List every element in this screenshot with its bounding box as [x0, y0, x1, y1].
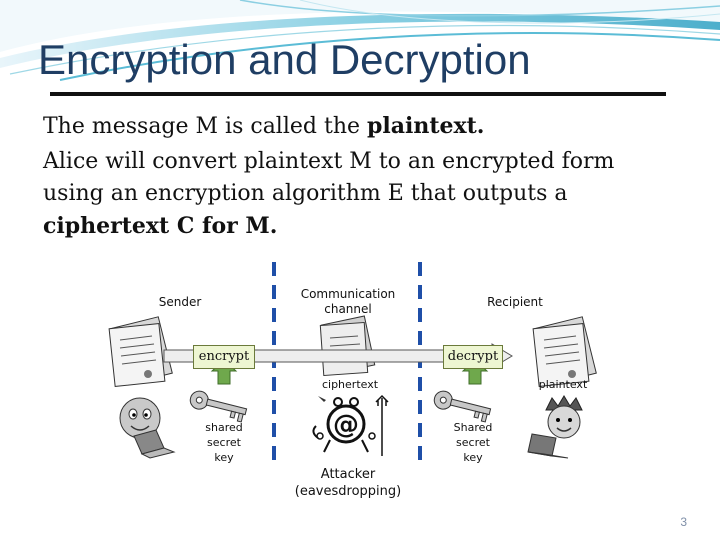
ciphertext-label: ciphertext [318, 377, 382, 392]
encrypt-box: encrypt [193, 345, 255, 369]
devil-attacker-icon: @ [313, 396, 388, 456]
decrypt-box: decrypt [443, 345, 503, 369]
document-icon [320, 316, 374, 376]
page-number: 3 [680, 515, 687, 529]
channel-label-line2: channel [292, 302, 404, 317]
channel-label: Communication channel [292, 287, 404, 317]
attacker-label-line2: (eavesdropping) [286, 483, 410, 500]
channel-label-line1: Communication [292, 287, 404, 302]
laptop-icon [134, 430, 174, 458]
body-line-1-text: The message M is called the [43, 114, 367, 139]
key-label-word: shared [198, 420, 250, 435]
plaintext-label: plaintext [533, 377, 593, 392]
plaintext-term: plaintext. [367, 113, 484, 139]
body-line-1: The message M is called the plaintext. [43, 113, 484, 139]
shared-key-label-left: shared secret key [198, 420, 250, 465]
key-icon [188, 389, 248, 422]
shared-key-label-right: Shared secret key [447, 420, 499, 465]
body-line-3: using an encryption algorithm E that out… [43, 181, 568, 206]
document-icon [533, 317, 596, 387]
document-icon [109, 317, 172, 387]
body-line-4: ciphertext C for M. [43, 213, 277, 239]
sender-label: Sender [150, 295, 210, 310]
key-label-word: key [447, 450, 499, 465]
recipient-label: Recipient [478, 295, 552, 310]
key-label-word: key [198, 450, 250, 465]
body-line-2: Alice will convert plaintext M to an enc… [43, 149, 614, 174]
key-label-word: secret [447, 435, 499, 450]
person-icon [546, 396, 582, 438]
key-label-word: Shared [447, 420, 499, 435]
title-underline [50, 92, 666, 96]
attacker-label-line1: Attacker [286, 466, 410, 483]
page-title: Encryption and Decryption [38, 36, 531, 84]
attacker-label: Attacker (eavesdropping) [286, 466, 410, 500]
svg-text:@: @ [333, 410, 359, 440]
key-icon [432, 389, 492, 422]
key-label-word: secret [198, 435, 250, 450]
